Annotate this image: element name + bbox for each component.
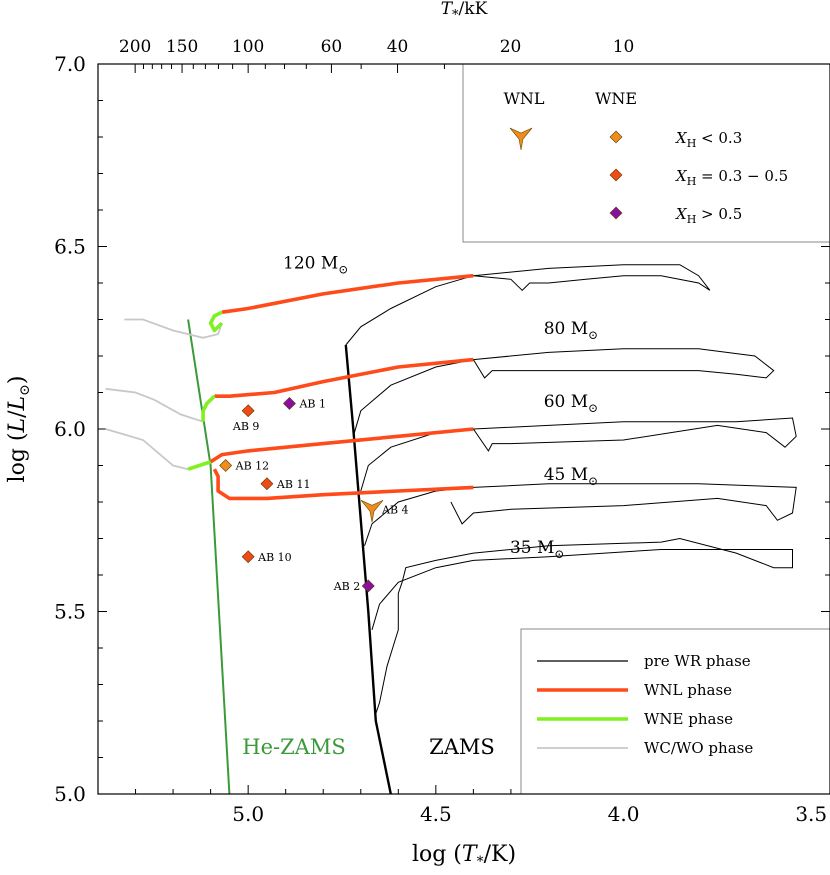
plot-frame bbox=[97, 63, 830, 795]
legend-xh-label: XH = 0.3 − 0.5 bbox=[675, 167, 788, 188]
star-marker-wne bbox=[219, 459, 233, 472]
legend-col-wnl: WNL bbox=[503, 89, 544, 108]
wc-phase-line bbox=[124, 318, 223, 339]
track-mass-label: 80 M⊙ bbox=[544, 319, 599, 342]
star-label: AB 1 bbox=[298, 397, 326, 410]
top-tick-label: 20 bbox=[500, 37, 522, 57]
legend-wne-marker bbox=[609, 206, 623, 220]
legends: WNL WNE XH < 0.3 XH = 0.3 − 0.5 XH > 0.5 pre … bbox=[462, 63, 830, 795]
star-marker-wne bbox=[260, 477, 274, 491]
y-axis-title: log (L/L⊙) bbox=[5, 376, 33, 483]
zams-line bbox=[344, 344, 392, 794]
x-axis-title: log (T*/K) bbox=[412, 842, 516, 870]
wnl-phase-line bbox=[212, 468, 474, 501]
legend-phase-label: WNL phase bbox=[644, 681, 732, 699]
wnl-phase-line bbox=[221, 273, 474, 314]
wnl-phase-line bbox=[209, 427, 474, 464]
track-mass-label: 35 M⊙ bbox=[510, 538, 565, 561]
track-45-m bbox=[212, 468, 797, 546]
legend-phase-label: WC/WO phase bbox=[644, 739, 753, 757]
evolution-tracks bbox=[105, 264, 797, 794]
y-tick-label: 7.0 bbox=[54, 52, 86, 76]
y-tick-label: 6.0 bbox=[54, 417, 86, 441]
top-tick-label: 10 bbox=[613, 37, 635, 57]
track-35-m bbox=[371, 537, 793, 714]
y-tick-label: 6.5 bbox=[54, 235, 86, 259]
pre-wr-line bbox=[345, 264, 711, 346]
track-80-m bbox=[105, 348, 775, 437]
y-tick-label: 5.0 bbox=[54, 782, 86, 806]
star-label: AB 12 bbox=[235, 460, 270, 473]
legend-wnl-marker bbox=[509, 127, 533, 151]
top-tick-label: 60 bbox=[321, 37, 343, 57]
pre-wr-line bbox=[352, 348, 775, 437]
wne-phase-line bbox=[187, 460, 212, 471]
legend-wne-marker bbox=[609, 168, 623, 182]
axes-ticks: 5.0 4.5 4.0 3.5 5.0 5.5 6.0 6.5 7.0 200 150 100 60 40… bbox=[54, 37, 830, 826]
star-label: AB 11 bbox=[276, 478, 311, 491]
he-zams-label: He-ZAMS bbox=[242, 735, 345, 759]
legend-phase-label: pre WR phase bbox=[644, 652, 751, 670]
legend-phases-box bbox=[520, 628, 830, 795]
wc-phase-line bbox=[105, 387, 204, 423]
legend-xh-label: XH < 0.3 bbox=[675, 129, 742, 150]
track-60-m bbox=[105, 417, 797, 492]
star-markers bbox=[219, 397, 384, 593]
chart-labels: log (T*/K) log (L/L⊙) T*/kK 120 M⊙ 80 M⊙ 60 M… bbox=[5, 0, 598, 870]
star-label: AB 2 bbox=[333, 580, 361, 593]
legend-markers-box bbox=[462, 63, 830, 243]
track-120-m bbox=[124, 264, 711, 346]
star-marker-wne bbox=[361, 579, 375, 593]
track-mass-label: 45 M⊙ bbox=[544, 465, 599, 488]
y-tick-label: 5.5 bbox=[54, 600, 86, 624]
top-tick-label: 100 bbox=[232, 37, 264, 57]
zams-label: ZAMS bbox=[429, 735, 495, 759]
he-zams-line bbox=[187, 319, 231, 794]
top-tick-label: 200 bbox=[119, 37, 151, 57]
track-mass-label: 120 M⊙ bbox=[283, 253, 348, 276]
x-tick-label: 5.0 bbox=[232, 802, 264, 826]
wnl-phase-line bbox=[214, 357, 474, 398]
wc-phase-line bbox=[105, 428, 189, 471]
x-tick-label: 4.0 bbox=[608, 802, 640, 826]
star-marker-wnl bbox=[360, 500, 384, 523]
x-tick-label: 3.5 bbox=[795, 802, 827, 826]
star-marker-wne bbox=[241, 550, 255, 564]
pre-wr-line bbox=[364, 483, 797, 546]
legend-col-wne: WNE bbox=[595, 89, 637, 108]
legend-markers: WNL WNE XH < 0.3 XH = 0.3 − 0.5 XH > 0.5 bbox=[462, 63, 830, 243]
star-marker-wne bbox=[241, 404, 255, 418]
top-axis-title: T*/kK bbox=[441, 0, 488, 23]
track-mass-label: 60 M⊙ bbox=[544, 392, 599, 415]
legend-xh-label: XH > 0.5 bbox=[675, 205, 742, 226]
top-tick-label: 150 bbox=[166, 37, 198, 57]
star-label: AB 10 bbox=[257, 551, 292, 564]
x-tick-label: 4.5 bbox=[420, 802, 452, 826]
top-tick-label: 40 bbox=[387, 37, 409, 57]
wne-phase-line bbox=[201, 394, 216, 422]
star-marker-wne bbox=[283, 397, 296, 410]
wne-phase-line bbox=[208, 310, 224, 333]
pre-wr-line bbox=[371, 537, 793, 714]
legend-wne-marker bbox=[609, 130, 623, 144]
star-label: AB 9 bbox=[232, 420, 260, 433]
legend-phase-label: WNE phase bbox=[644, 710, 733, 728]
star-label: AB 4 bbox=[381, 503, 409, 516]
